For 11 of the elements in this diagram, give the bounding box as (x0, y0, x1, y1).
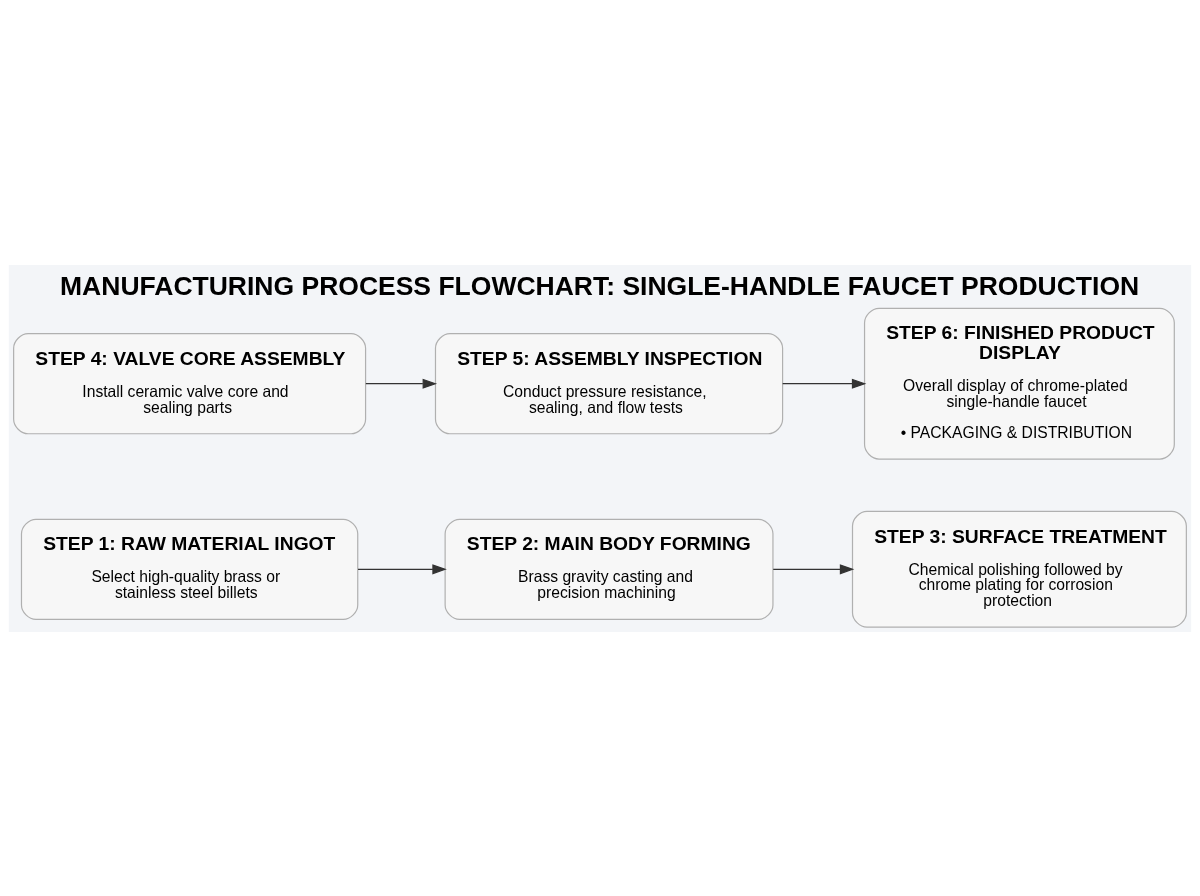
arrow (357, 563, 447, 574)
node-box: STEP 5: ASSEMBLY INSPECTION Conduct pressure resistance, sealing, and flow tests (434, 332, 784, 434)
node-box: STEP 4: VALVE CORE ASSEMBLY Install ceramic valve core and sealing parts (13, 332, 367, 434)
diagram-title: MANUFACTURING PROCESS FLOWCHART: SINGLE-HANDLE FAUCET PRODUCTION (60, 270, 1140, 301)
arrow (365, 378, 438, 389)
arrow (782, 378, 867, 389)
node-box: STEP 2: MAIN BODY FORMING Brass gravity casting and precision machining (444, 518, 774, 620)
node-box: STEP 6: FINISHED PRODUCT DISPLAY Overall display of chrome-plated single-handle faucet • PACKAGING & DISTRIBUTION (863, 307, 1175, 460)
node-box: STEP 3: SURFACE TREATMENT Chemical polishing followed by chrome plating for corrosion protection (851, 510, 1187, 628)
arrow (772, 563, 855, 574)
node-box: STEP 1: RAW MATERIAL INGOT Select high-quality brass or stainless steel billets (20, 518, 359, 620)
